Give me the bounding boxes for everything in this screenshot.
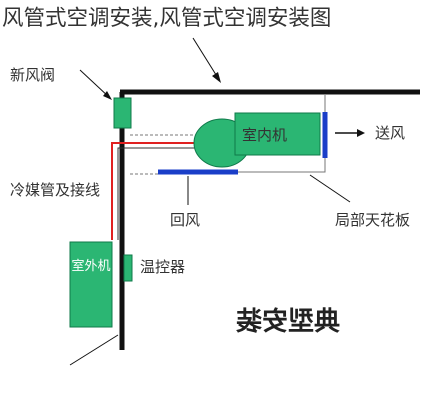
fresh-air-valve-arrowhead bbox=[103, 91, 112, 100]
roof-arrowhead bbox=[212, 72, 221, 83]
thermostat bbox=[123, 254, 133, 282]
outdoor-unit-label-text: 室外机 bbox=[71, 258, 110, 274]
supply-air-arrowhead bbox=[357, 129, 365, 137]
ceiling-pointer bbox=[309, 174, 351, 203]
outdoor-unit-label: 室外机 bbox=[71, 258, 110, 274]
fresh-air-valve bbox=[113, 97, 132, 129]
typical-install-label: 典型安装 bbox=[236, 307, 340, 337]
page-title: 风管式空调安装,风管式空调安装图 bbox=[2, 6, 332, 31]
fresh-air-valve-label: 新风阀 bbox=[10, 66, 55, 84]
supply-air-label: 送风 bbox=[375, 124, 405, 142]
indoor-unit-label: 室内机 bbox=[242, 126, 287, 144]
ceiling-label: 局部天花板 bbox=[335, 211, 410, 229]
roof-pointer bbox=[192, 37, 219, 79]
thermostat-label: 温控器 bbox=[140, 258, 185, 276]
indoor-unit bbox=[234, 112, 321, 156]
refrigerant-label-line1: 冷媒管及接线 bbox=[10, 181, 100, 199]
wall-bottom-pointer bbox=[69, 334, 119, 366]
outdoor-unit bbox=[69, 241, 113, 328]
refrigerant-label: 冷媒管及接线 bbox=[10, 181, 100, 199]
return-air-label: 回风 bbox=[170, 211, 200, 229]
fresh-air-valve-pointer bbox=[79, 69, 111, 99]
